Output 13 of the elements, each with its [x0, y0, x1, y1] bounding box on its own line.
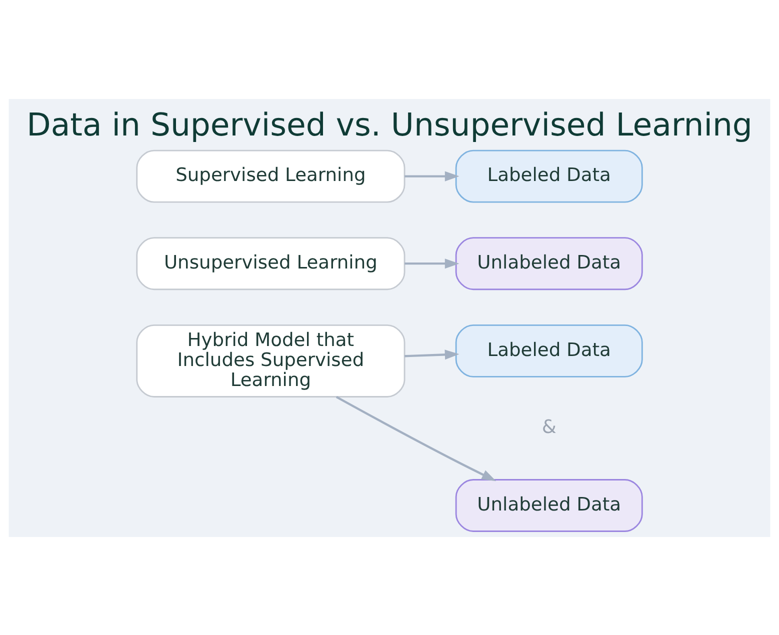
- node-box: Unlabeled Data: [455, 236, 643, 290]
- node-box: Labeled Data: [455, 149, 643, 202]
- node-box: Unlabeled Data: [455, 478, 643, 532]
- node-box: Hybrid Model that Includes Supervised Learning: [136, 324, 406, 397]
- arrow: [404, 258, 460, 268]
- node-box: Labeled Data: [455, 324, 643, 377]
- arrow: [404, 170, 460, 181]
- arrow: [336, 396, 496, 481]
- diagram-title: Data in Supervised vs. Unsupervised Learning: [26, 107, 752, 144]
- node-box: Supervised Learning: [136, 149, 406, 202]
- arrow: [404, 349, 460, 360]
- node-box: Unsupervised Learning: [136, 236, 406, 290]
- label: &: [542, 416, 556, 438]
